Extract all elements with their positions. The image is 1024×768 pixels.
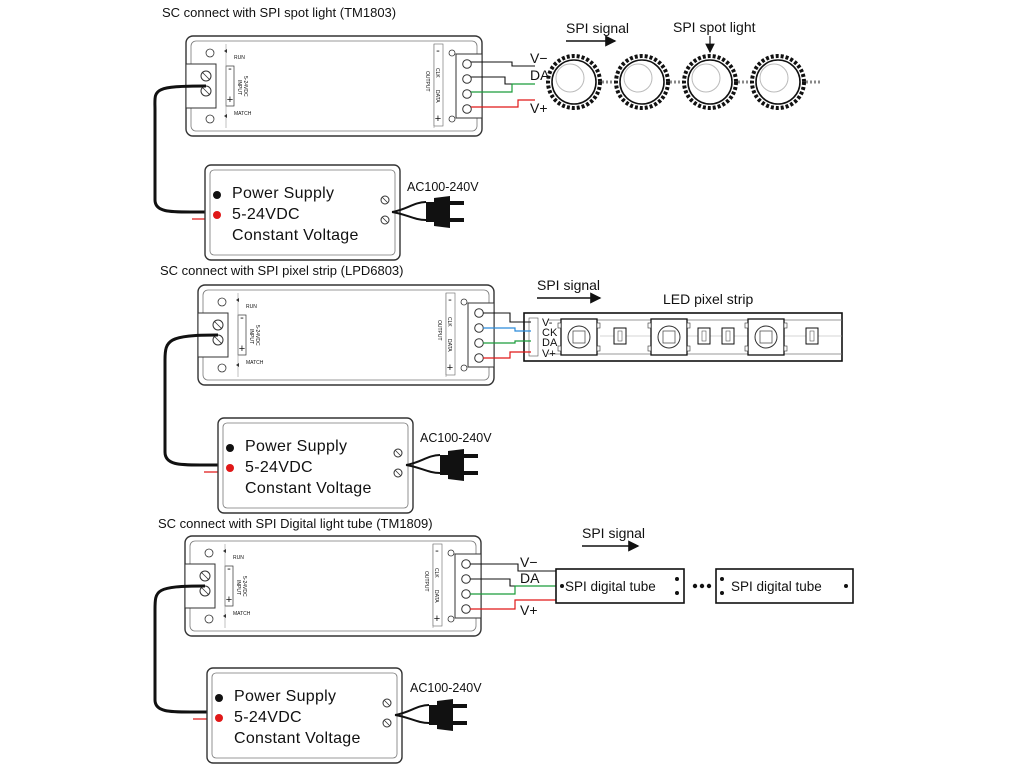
ac-label: AC100-240V bbox=[410, 681, 482, 695]
psu-line2: 5-24VDC bbox=[245, 459, 313, 476]
resistor-1 bbox=[613, 327, 627, 345]
pin-vplus: V+ bbox=[530, 100, 548, 116]
run-label: RUN bbox=[234, 55, 245, 61]
output-label: OUTPUT bbox=[424, 71, 430, 92]
pin-vminus: V− bbox=[520, 554, 538, 570]
output-pin-clk: CLK bbox=[434, 68, 440, 78]
output-pin-clk: CLK bbox=[433, 568, 439, 578]
signal-label: SPI signal bbox=[582, 525, 645, 541]
ac-label: AC100-240V bbox=[407, 180, 479, 194]
input-label: INPUT bbox=[248, 329, 254, 344]
ac-label: AC100-240V bbox=[420, 431, 492, 445]
controller-box: RUN MATCH INPUT 5-24VDC OUTPUT CLK DATA bbox=[185, 35, 483, 137]
signal-label: SPI signal bbox=[566, 20, 629, 36]
tube-label: SPI digital tube bbox=[731, 579, 822, 594]
resistor-3 bbox=[721, 327, 735, 345]
psu-line1: Power Supply bbox=[232, 185, 334, 202]
output-pin-data: DATA bbox=[446, 339, 452, 352]
psu-line1: Power Supply bbox=[245, 438, 347, 455]
digital-tube-2: SPI digital tube bbox=[715, 568, 854, 604]
controller-box: RUN MATCH INPUT 5-24VDC OUTPUT CLK DATA bbox=[197, 284, 495, 386]
spot-light-4 bbox=[750, 54, 806, 110]
psu-line1: Power Supply bbox=[234, 688, 336, 705]
pin-da: DA bbox=[542, 337, 558, 349]
psu-line2: 5-24VDC bbox=[234, 709, 302, 726]
tube-label: SPI digital tube bbox=[565, 579, 656, 594]
ac-plug-icon bbox=[405, 448, 479, 482]
device-label: SPI spot light bbox=[673, 19, 756, 35]
run-label: RUN bbox=[233, 555, 244, 561]
pin-vplus: V+ bbox=[520, 602, 538, 618]
input-volt-label: 5-24VDC bbox=[242, 76, 248, 97]
power-supply-box: Power Supply 5-24VDC Constant Voltage bbox=[206, 667, 403, 764]
pin-ck: CK bbox=[542, 327, 558, 339]
pin-da: DA bbox=[520, 570, 540, 586]
input-label: INPUT bbox=[235, 580, 241, 595]
input-label: INPUT bbox=[236, 80, 242, 95]
output-pin-data: DATA bbox=[433, 590, 439, 603]
output-pin-clk: CLK bbox=[446, 317, 452, 327]
section-title: SC connect with SPI spot light (TM1803) bbox=[162, 5, 396, 20]
match-label: MATCH bbox=[233, 611, 251, 617]
psu-line3: Constant Voltage bbox=[245, 480, 372, 497]
ac-plug-icon bbox=[391, 195, 465, 229]
input-volt-label: 5-24VDC bbox=[254, 325, 260, 346]
output-label: OUTPUT bbox=[436, 320, 442, 341]
pixel-chip-3 bbox=[744, 318, 788, 356]
input-volt-label: 5-24VDC bbox=[241, 576, 247, 597]
match-label: MATCH bbox=[234, 111, 252, 117]
resistor-2 bbox=[697, 327, 711, 345]
pixel-chip-2 bbox=[647, 318, 691, 356]
section-spot-light: SC connect with SPI spot light (TM1803) … bbox=[153, 5, 820, 261]
section-digital-tube: SC connect with SPI Digital light tube (… bbox=[153, 516, 854, 764]
pin-vplus: V+ bbox=[542, 348, 556, 360]
spot-light-1 bbox=[546, 54, 602, 110]
pixel-chip-1 bbox=[557, 318, 601, 356]
pin-vminus: V− bbox=[530, 50, 548, 66]
psu-line2: 5-24VDC bbox=[232, 206, 300, 223]
pin-vminus: V- bbox=[542, 317, 553, 329]
device-label: LED pixel strip bbox=[663, 291, 753, 307]
output-label: OUTPUT bbox=[423, 571, 429, 592]
section-pixel-strip: SC connect with SPI pixel strip (LPD6803… bbox=[160, 263, 843, 514]
ellipsis-dots bbox=[692, 583, 712, 589]
section-title: SC connect with SPI Digital light tube (… bbox=[158, 516, 433, 531]
controller-box: RUN MATCH INPUT 5-24VDC OUTPUT CLK DATA bbox=[184, 535, 482, 637]
pin-da: DA bbox=[530, 67, 550, 83]
ac-plug-icon bbox=[394, 698, 468, 732]
digital-tube-1: SPI digital tube bbox=[555, 568, 685, 604]
signal-label: SPI signal bbox=[537, 277, 600, 293]
resistor-4 bbox=[805, 327, 819, 345]
power-supply-box: Power Supply 5-24VDC Constant Voltage bbox=[204, 164, 401, 261]
spot-light-2 bbox=[614, 54, 670, 110]
run-label: RUN bbox=[246, 304, 257, 310]
match-label: MATCH bbox=[246, 360, 264, 366]
spot-light-3 bbox=[682, 54, 738, 110]
power-supply-box: Power Supply 5-24VDC Constant Voltage bbox=[217, 417, 414, 514]
output-pin-data: DATA bbox=[434, 90, 440, 103]
psu-line3: Constant Voltage bbox=[234, 730, 361, 747]
section-title: SC connect with SPI pixel strip (LPD6803… bbox=[160, 263, 404, 278]
psu-line3: Constant Voltage bbox=[232, 227, 359, 244]
